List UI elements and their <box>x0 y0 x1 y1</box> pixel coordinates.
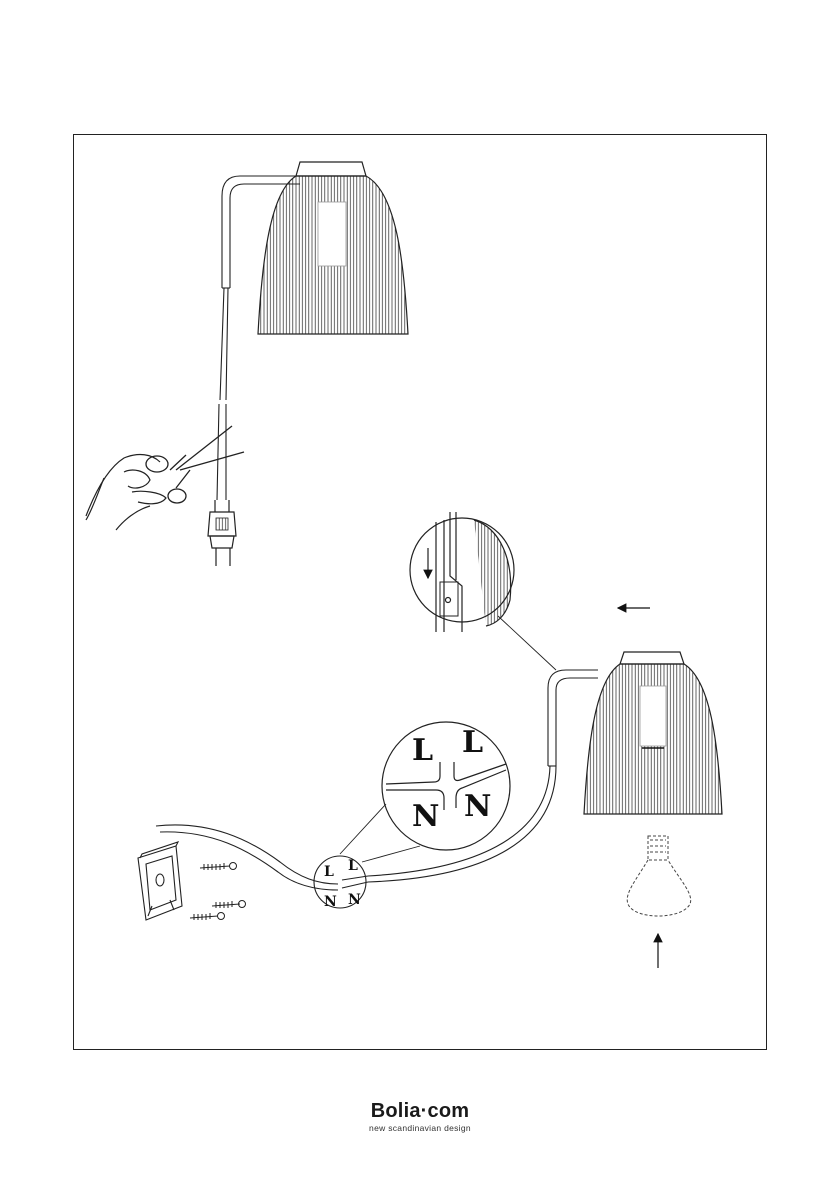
detail-label-l-left: L <box>412 733 433 768</box>
lamp-top <box>217 162 408 500</box>
scissors-icon <box>146 426 244 503</box>
brand-tagline: new scandinavian design <box>0 1123 840 1133</box>
screw-icon <box>190 913 225 921</box>
screw-icon <box>212 901 246 909</box>
small-label-n-right: N <box>348 892 361 908</box>
detail-label-l-right: L <box>462 725 483 760</box>
detail-leader <box>498 616 556 670</box>
mounting-bracket-icon <box>138 842 182 920</box>
bracket-detail <box>410 512 514 632</box>
small-label-l-left: L <box>324 864 334 880</box>
screw-icon <box>200 863 237 871</box>
small-label-n-left: N <box>324 894 337 910</box>
brand-logo: Bolia·com new scandinavian design <box>0 1100 840 1133</box>
lamp-shade-icon <box>584 652 722 814</box>
bulb-icon <box>627 836 690 916</box>
small-label-l-right: L <box>348 858 358 874</box>
lamp-shade-icon <box>258 162 408 334</box>
detail-label-n-right: N <box>464 789 491 824</box>
plug-icon <box>208 500 236 566</box>
brand-name: Bolia·com <box>0 1100 840 1123</box>
hand-icon <box>86 455 166 530</box>
detail-label-n-left: N <box>412 799 439 834</box>
